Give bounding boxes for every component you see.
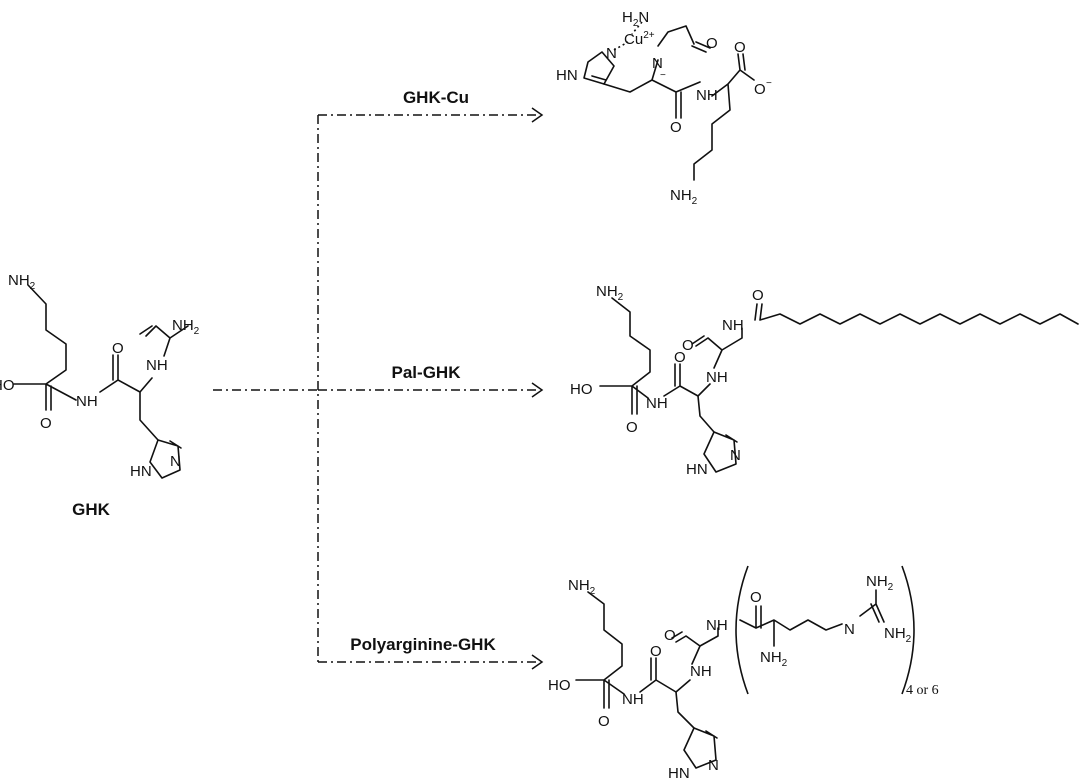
- svg-text:−: −: [766, 78, 772, 89]
- svg-text:HN: HN: [686, 461, 708, 478]
- svg-text:O: O: [682, 337, 694, 354]
- repeat-count: 4 or 6: [906, 683, 939, 698]
- branch-arrows: [213, 107, 544, 670]
- svg-text:H2N: H2N: [622, 9, 649, 29]
- svg-text:O: O: [670, 119, 682, 136]
- polyarginine-ghk-structure: NH2 HO O NH O NH O NH O NH2 N NH2 NH2 N …: [548, 565, 939, 780]
- svg-text:N: N: [708, 757, 719, 774]
- svg-text:NH: NH: [146, 357, 168, 374]
- ghk-cu-structure: H2N Cu2+ N HN N − O O NH O O − NH2: [556, 9, 772, 207]
- svg-text:N: N: [170, 453, 181, 470]
- svg-text:O: O: [598, 713, 610, 730]
- svg-text:NH: NH: [706, 369, 728, 386]
- polyarginine-ghk-label: Polyarginine-GHK: [350, 635, 496, 654]
- ghk-cu-label: GHK-Cu: [403, 88, 469, 107]
- svg-text:O: O: [734, 39, 746, 56]
- svg-text:NH: NH: [722, 317, 744, 334]
- svg-text:O: O: [752, 287, 764, 304]
- pal-ghk-label: Pal-GHK: [392, 363, 462, 382]
- pal-ghk-structure: NH2 HO O NH O NH O NH O N HN: [570, 283, 1079, 478]
- svg-text:−: −: [660, 70, 666, 81]
- svg-text:NH2: NH2: [760, 649, 788, 669]
- svg-text:NH: NH: [690, 663, 712, 680]
- svg-text:O: O: [664, 627, 676, 644]
- svg-text:O: O: [750, 589, 762, 606]
- ghk-structure: NH2 HO O NH O NH NH2 N HN: [0, 272, 200, 480]
- svg-text:NH: NH: [622, 691, 644, 708]
- svg-text:O: O: [754, 81, 766, 98]
- svg-text:NH2: NH2: [670, 187, 698, 207]
- svg-text:HO: HO: [0, 377, 15, 394]
- svg-text:O: O: [112, 340, 124, 357]
- ghk-label: GHK: [72, 500, 111, 519]
- svg-text:O: O: [706, 35, 718, 52]
- svg-text:NH2: NH2: [8, 272, 36, 292]
- svg-text:O: O: [674, 349, 686, 366]
- svg-text:HN: HN: [556, 67, 578, 84]
- svg-text:N: N: [844, 621, 855, 638]
- svg-text:NH2: NH2: [172, 317, 200, 337]
- svg-text:HO: HO: [570, 381, 593, 398]
- svg-text:O: O: [626, 419, 638, 436]
- svg-text:NH2: NH2: [866, 573, 894, 593]
- svg-text:HN: HN: [668, 765, 690, 780]
- svg-text:N: N: [730, 447, 741, 464]
- svg-text:NH2: NH2: [596, 283, 624, 303]
- svg-text:NH: NH: [646, 395, 668, 412]
- svg-text:NH: NH: [696, 87, 718, 104]
- svg-text:NH: NH: [706, 617, 728, 634]
- svg-text:N: N: [652, 55, 663, 72]
- svg-text:NH2: NH2: [884, 625, 912, 645]
- svg-text:NH2: NH2: [568, 577, 596, 597]
- svg-text:N: N: [606, 45, 617, 62]
- svg-text:O: O: [40, 415, 52, 432]
- svg-text:HO: HO: [548, 677, 571, 694]
- svg-text:HN: HN: [130, 463, 152, 480]
- svg-text:Cu2+: Cu2+: [624, 30, 655, 48]
- svg-text:O: O: [650, 643, 662, 660]
- svg-text:NH: NH: [76, 393, 98, 410]
